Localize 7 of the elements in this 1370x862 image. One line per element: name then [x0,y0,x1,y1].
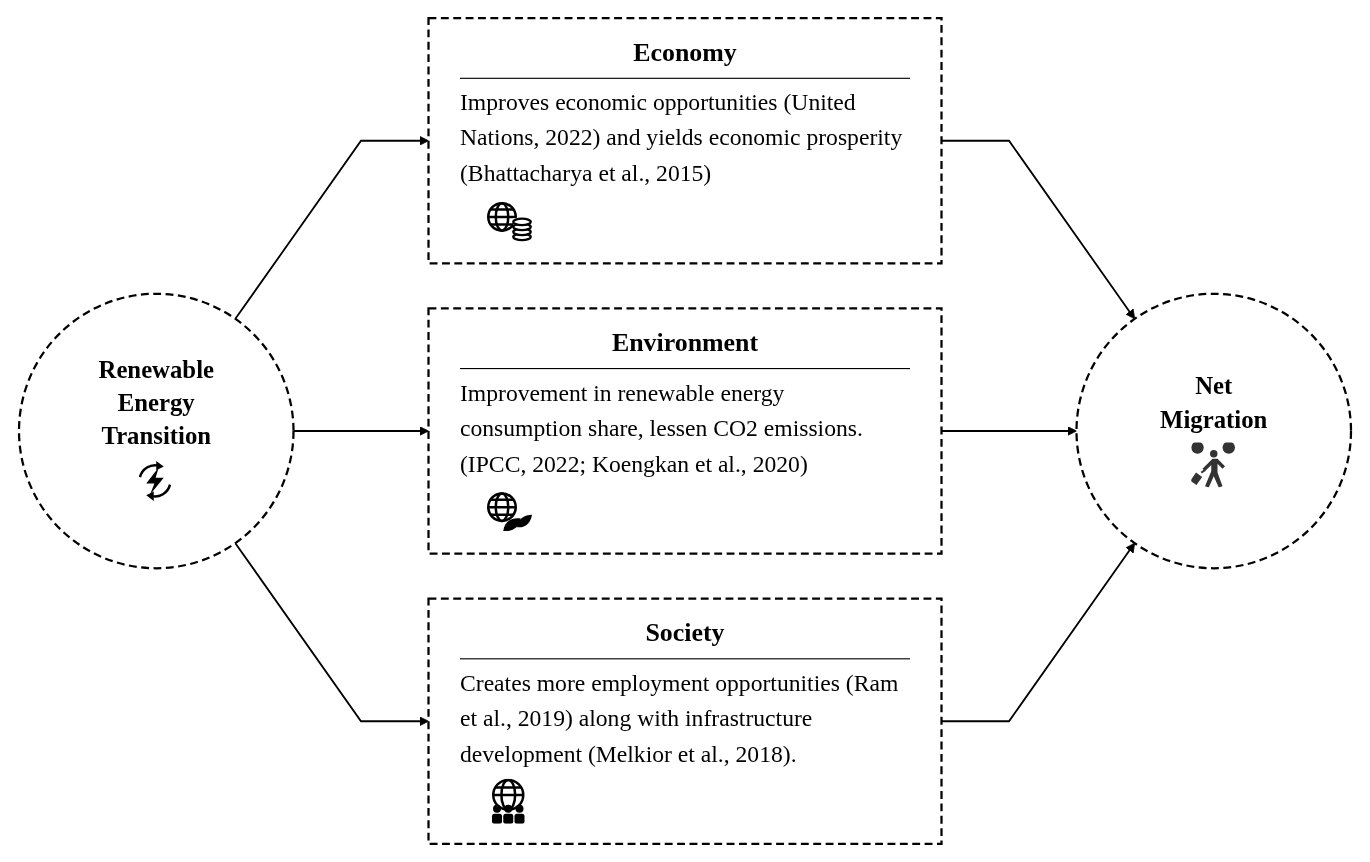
arrow [234,542,429,727]
node-circle: Net Migration [1075,292,1353,570]
node-box: Society Creates more employment opportunities (Ram et al., 2019) along with infrastructure development (Melkior et al., 2018). [427,597,943,845]
arrow [234,135,429,320]
node-box: Economy Improves economic opportunities (United Nations, 2022) and yields economic prosperity (Bhattacharya et al., 2015) [427,17,943,265]
node-box: Environment Improvement in renewable energy consumption share, lessen CO2 emissions. (IPCC, 2022; Koengkan et al., 2020) [427,307,943,555]
node-circle: Renewable Energy Transition [17,292,295,570]
